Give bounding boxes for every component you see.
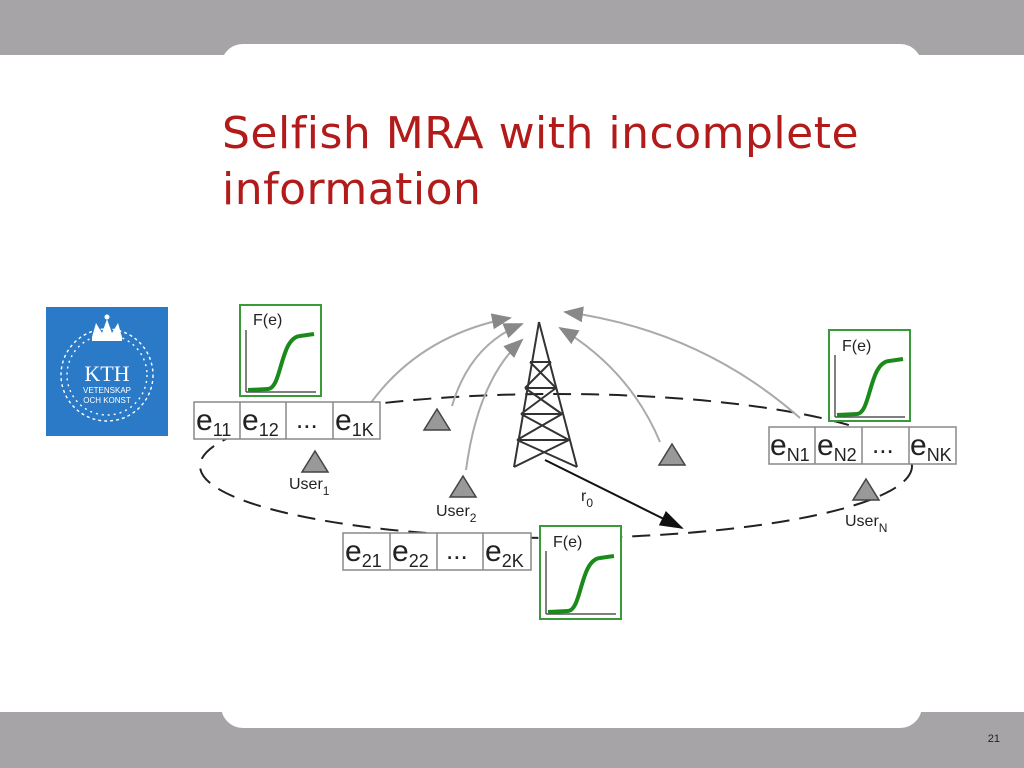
energy-cell: e21 [345, 535, 382, 571]
uplink-arrow-user2 [465, 338, 524, 471]
fe-label: F(e) [253, 312, 282, 329]
energy-row-user1: e11 e12 ... e1K [193, 401, 381, 440]
energy-cell: e1K [335, 404, 374, 440]
uplink-arrow-user-b [558, 326, 661, 443]
fe-plot-user1: F(e) [239, 304, 322, 397]
kth-logo: KTH VETENSKAP OCH KONST [46, 307, 168, 436]
energy-ellipsis: ... [296, 404, 318, 434]
energy-cell: eN2 [817, 429, 857, 465]
fe-plot-userN: F(e) [828, 329, 911, 422]
userN-triangle-icon [851, 477, 881, 501]
base-station-tower-icon [513, 321, 578, 468]
energy-cell: e12 [242, 404, 279, 440]
page-number: 21 [987, 733, 1000, 745]
energy-row-userN: eN1 eN2 ... eNK [768, 426, 957, 465]
logo-wordmark: KTH [84, 361, 129, 386]
energy-cell: eN1 [770, 429, 810, 465]
fe-label: F(e) [553, 534, 582, 551]
user2-triangle-icon [448, 474, 478, 498]
user2-label: User2 [436, 503, 477, 525]
energy-cell: eNK [910, 429, 952, 465]
radius-arrow [544, 459, 684, 529]
uplink-arrow-user1 [369, 313, 512, 405]
energy-cell: e2K [485, 535, 524, 571]
fe-plot-user2: F(e) [539, 525, 622, 620]
uplink-arrow-userN [563, 306, 801, 419]
user1-label: User1 [289, 476, 330, 498]
energy-row-user2: e21 e22 ... e2K [342, 532, 532, 571]
logo-motto-line2: OCH KONST [83, 396, 131, 405]
energy-cell: e22 [392, 535, 429, 571]
energy-ellipsis: ... [872, 429, 894, 459]
user-b-triangle-icon [657, 442, 687, 466]
energy-ellipsis: ... [446, 535, 468, 565]
user-a-triangle-icon [422, 407, 452, 431]
energy-cell: e11 [196, 404, 231, 440]
uplink-arrow-user-a [451, 323, 524, 407]
logo-motto-line1: VETENSKAP [83, 386, 131, 395]
fe-label: F(e) [842, 338, 871, 355]
user1-triangle-icon [300, 449, 330, 473]
userN-label: UserN [845, 513, 887, 535]
slide-title: Selfish MRA with incomplete information [222, 108, 860, 215]
radius-label: r0 [581, 488, 593, 510]
